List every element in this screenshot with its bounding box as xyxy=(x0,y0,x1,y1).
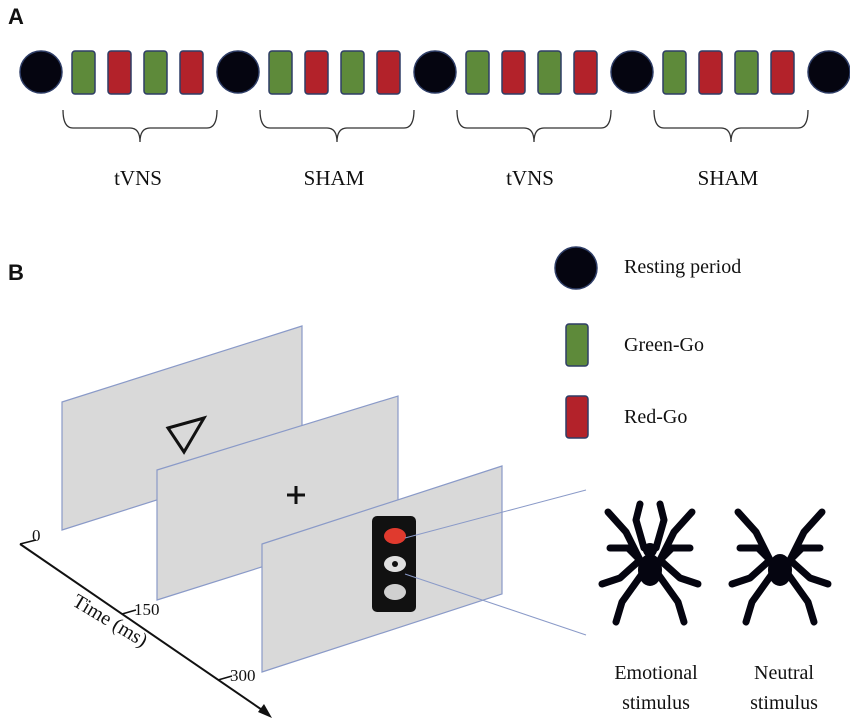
legend-label-red: Red-Go xyxy=(624,406,688,428)
tick-150: 150 xyxy=(134,600,160,619)
condition-brace xyxy=(259,109,415,143)
emotional-stimulus-line1: Emotional xyxy=(614,662,698,684)
condition-brace xyxy=(62,109,218,143)
resting-period-circle xyxy=(807,50,850,94)
resting-period-circle xyxy=(216,50,260,94)
condition-brace xyxy=(456,109,612,143)
emotional-stimulus-line2: stimulus xyxy=(622,692,690,714)
resting-period-circle xyxy=(610,50,654,94)
neutral-stimulus-line1: Neutral xyxy=(754,662,814,684)
red-go-block xyxy=(770,50,795,95)
green-go-block xyxy=(537,50,562,95)
legend-red-icon xyxy=(565,395,589,439)
neutral-stimulus-line2: stimulus xyxy=(750,692,818,714)
condition-label-3: tVNS xyxy=(506,166,554,190)
legend-symbols xyxy=(554,246,598,439)
panel-b-label: B xyxy=(8,260,24,285)
green-go-block xyxy=(734,50,759,95)
green-go-block xyxy=(268,50,293,95)
red-go-block xyxy=(573,50,598,95)
condition-braces xyxy=(62,109,809,143)
time-axis xyxy=(19,539,272,718)
green-go-block xyxy=(465,50,490,95)
red-go-block xyxy=(179,50,204,95)
green-go-block xyxy=(71,50,96,95)
resting-period-circle xyxy=(19,50,63,94)
red-go-block xyxy=(501,50,526,95)
screens xyxy=(61,325,587,673)
red-go-block xyxy=(107,50,132,95)
neutral-stimulus-label: Neutral stimulus xyxy=(724,658,844,718)
condition-brace xyxy=(653,109,809,143)
red-go-block xyxy=(698,50,723,95)
neutral-spider-icon xyxy=(728,508,832,626)
tick-300: 300 xyxy=(230,666,256,685)
fixation-cross-icon xyxy=(287,486,305,504)
block-sequence xyxy=(19,50,850,95)
legend-label-green: Green-Go xyxy=(624,334,704,356)
zoom-line-top xyxy=(404,489,587,539)
green-go-block xyxy=(340,50,365,95)
condition-label-4: SHAM xyxy=(697,166,759,190)
panel-a-label: A xyxy=(8,4,24,29)
emotional-spider-icon xyxy=(598,500,702,626)
tick-0: 0 xyxy=(32,526,41,545)
emotional-stimulus-label: Emotional stimulus xyxy=(596,658,716,718)
green-go-block xyxy=(662,50,687,95)
triangle-cue-icon xyxy=(165,415,208,455)
condition-label-2: SHAM xyxy=(303,166,365,190)
legend-green-icon xyxy=(565,323,589,367)
resting-period-circle xyxy=(413,50,457,94)
traffic-light-icon xyxy=(372,516,416,612)
condition-label-1: tVNS xyxy=(114,166,162,190)
green-go-block xyxy=(143,50,168,95)
legend-label-resting: Resting period xyxy=(624,256,742,278)
red-go-block xyxy=(376,50,401,95)
zoom-line-bottom xyxy=(404,573,587,636)
legend-resting-icon xyxy=(554,246,598,290)
red-go-block xyxy=(304,50,329,95)
